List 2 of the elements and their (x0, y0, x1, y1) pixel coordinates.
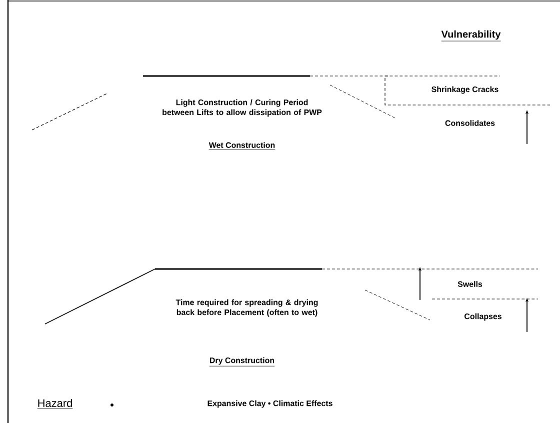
heading: Vulnerability (441, 30, 501, 42)
hazard-heading: Hazard (37, 399, 73, 409)
